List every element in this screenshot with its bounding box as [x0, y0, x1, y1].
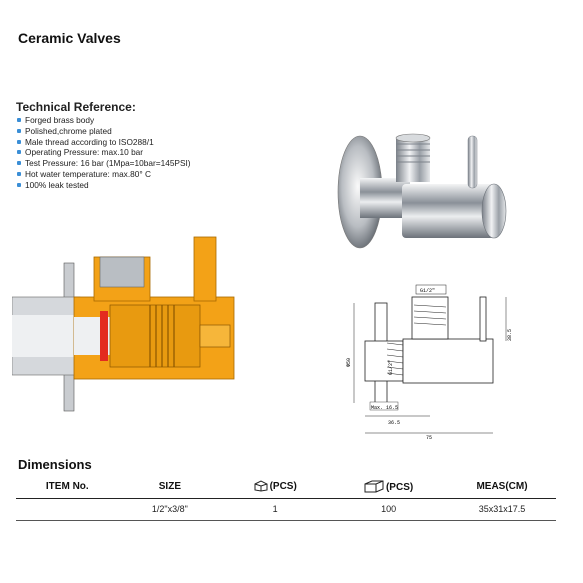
cell-item-no [16, 498, 119, 521]
drawing-overall-width-label: 75 [426, 435, 432, 441]
top-thread [396, 143, 430, 163]
handle-stem [193, 236, 217, 302]
inner-pcs-label: (PCS) [269, 481, 297, 492]
ceramic-cartridge [109, 304, 201, 368]
spec-text: Test Pressure: 16 bar (1Mpa=10bar=145PSI… [25, 158, 191, 169]
technical-reference-list: Forged brass body Polished,chrome plated… [16, 115, 191, 191]
bullet-icon [17, 128, 21, 133]
spec-item: Polished,chrome plated [16, 126, 191, 137]
drawing-top-thread-label-box [415, 284, 447, 295]
drawing-height-label: 38.5 [507, 329, 513, 341]
spec-text: Operating Pressure: max.10 bar [25, 147, 144, 158]
outer-box-icon [364, 480, 384, 492]
cell-outer-pcs: 100 [329, 498, 448, 521]
top-outlet [396, 138, 430, 182]
drawing-body [402, 338, 494, 384]
spec-text: Forged brass body [25, 115, 95, 125]
drawing-top-thread-lines [413, 304, 447, 326]
bullet-icon [17, 171, 21, 176]
handle-lever [467, 135, 478, 189]
outer-pcs-label: (PCS) [385, 481, 414, 493]
spec-text: Polished,chrome plated [25, 125, 112, 136]
top-outlet-thread [99, 256, 145, 288]
spec-text: Hot water temperature: max.80° C [25, 168, 151, 179]
spec-item: 100% leak tested [16, 180, 191, 191]
drawing-diameter-label: Φ50 [346, 358, 352, 367]
seal-red [100, 311, 108, 361]
spec-item: Hot water temperature: max.80° C [16, 169, 191, 180]
table-header-row: ITEM No. SIZE (PCS) (PCS) MEAS(CM) [16, 474, 556, 499]
drawing-max-depth-label: Max. 16.5 [371, 405, 398, 411]
drawing-top-thread-label: G1/2" [420, 288, 435, 294]
page-title: Ceramic Valves [18, 30, 121, 46]
drawing-inner-width-label: 36.5 [388, 420, 400, 426]
valve-cap [481, 183, 507, 239]
cell-size: 1/2"x3/8" [118, 498, 222, 521]
technical-reference-heading: Technical Reference: [16, 100, 136, 114]
column-inner-pcs: (PCS) [221, 474, 330, 499]
bullet-icon [17, 150, 21, 155]
spec-text: 100% leak tested [25, 179, 89, 190]
cell-meas: 35x31x17.5 [447, 498, 556, 521]
inner-box-icon [254, 480, 268, 492]
bullet-icon [17, 139, 21, 144]
bullet-icon [17, 182, 21, 187]
spec-text: Male thread according to ISO288/1 [25, 136, 154, 147]
drawing-inlet-thread [364, 340, 404, 382]
drawing-handle [479, 296, 487, 342]
spec-item: Forged brass body [16, 115, 191, 126]
column-size: SIZE [118, 474, 222, 499]
top-outlet-opening [395, 133, 431, 143]
product-photo [337, 133, 507, 249]
spindle [199, 324, 231, 348]
drawing-inlet-thread-lines [386, 342, 404, 376]
cutaway-diagram [12, 236, 235, 412]
dimensions-heading: Dimensions [18, 457, 92, 472]
drawing-max-depth-box [369, 401, 399, 411]
dimensions-table: ITEM No. SIZE (PCS) (PCS) MEAS(CM) 1/2"x… [16, 474, 556, 521]
spec-item: Operating Pressure: max.10 bar [16, 147, 191, 158]
drawing-side-thread-label: G1/2" [388, 360, 394, 375]
inlet-pipe-bore [12, 315, 80, 357]
column-meas: MEAS(CM) [447, 474, 556, 499]
bullet-icon [17, 118, 21, 122]
valve-body [402, 184, 494, 238]
valve-neck [360, 178, 410, 218]
column-outer-pcs: (PCS) [329, 474, 448, 499]
cell-inner-pcs: 1 [221, 498, 330, 521]
spec-item: Male thread according to ISO288/1 [16, 137, 191, 148]
table-row: 1/2"x3/8" 1 100 35x31x17.5 [16, 498, 556, 521]
cartridge-thread [149, 305, 175, 367]
bullet-icon [17, 161, 21, 166]
technical-drawing: G1/2" G1/2" Φ50 38.5 Max. 16.5 36.5 75 [346, 284, 513, 441]
column-item-no: ITEM No. [16, 474, 119, 499]
spec-item: Test Pressure: 16 bar (1Mpa=10bar=145PSI… [16, 158, 191, 169]
